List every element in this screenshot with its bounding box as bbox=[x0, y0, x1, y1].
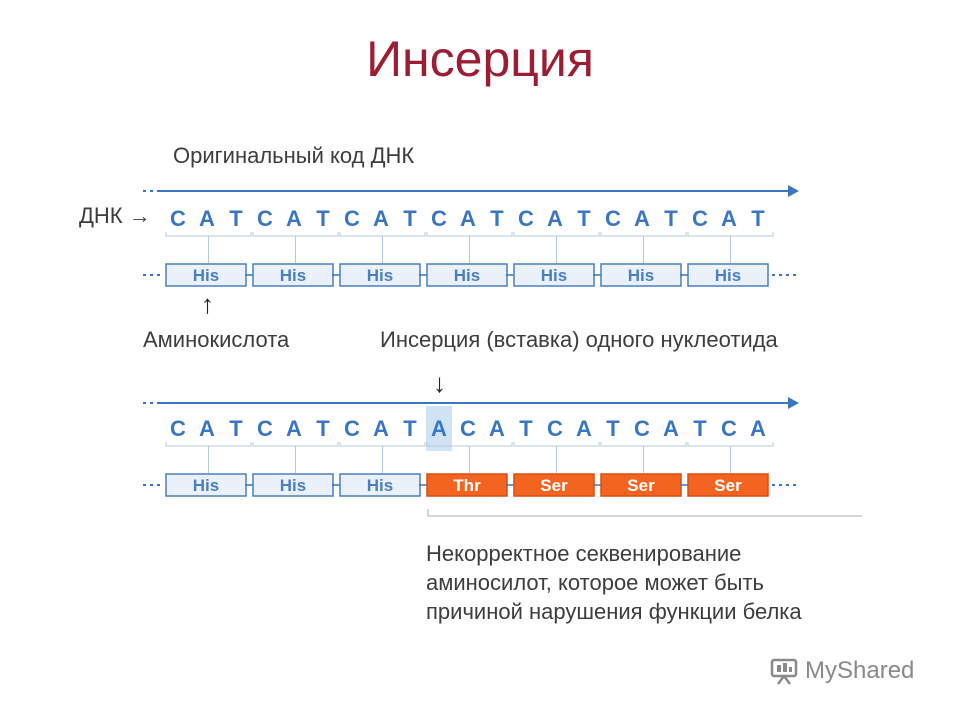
consequence-note: Некорректное секвенирование аминосилот, … bbox=[426, 539, 802, 626]
original-nucleotide: C bbox=[344, 206, 360, 231]
mutated-nucleotide: T bbox=[316, 416, 330, 441]
mutated-nucleotide: T bbox=[693, 416, 707, 441]
original-nucleotide: C bbox=[692, 206, 708, 231]
original-amino-acid-name: His bbox=[454, 266, 480, 285]
original-nucleotide: C bbox=[605, 206, 621, 231]
original-codon-bracket bbox=[600, 232, 687, 237]
mutated-nucleotide: C bbox=[257, 416, 273, 441]
original-nucleotide: T bbox=[403, 206, 417, 231]
presentation-icon bbox=[770, 658, 798, 685]
original-nucleotide: T bbox=[664, 206, 678, 231]
original-nucleotide: C bbox=[518, 206, 534, 231]
mutated-nucleotide: C bbox=[634, 416, 650, 441]
original-dna-label: Оригинальный код ДНК bbox=[173, 143, 415, 168]
mutated-nucleotide: T bbox=[606, 416, 620, 441]
amino-acid-label: Аминокислота bbox=[143, 327, 290, 352]
original-amino-acid-name: His bbox=[715, 266, 741, 285]
insertion-label: Инсерция (вставка) одного нуклеотида bbox=[380, 327, 778, 352]
original-nucleotide: A bbox=[286, 206, 302, 231]
original-nucleotide: A bbox=[460, 206, 476, 231]
original-amino-acid-box bbox=[687, 263, 769, 287]
original-nucleotide: C bbox=[170, 206, 186, 231]
original-codon-bracket bbox=[513, 232, 600, 237]
original-nucleotide: A bbox=[721, 206, 737, 231]
original-nucleotide: A bbox=[634, 206, 650, 231]
mutated-nucleotide: A bbox=[373, 416, 389, 441]
mutated-nucleotide: A bbox=[286, 416, 302, 441]
mutated-amino-acid-box bbox=[687, 473, 769, 497]
mutated-amino-acid-name: His bbox=[367, 476, 393, 495]
original-codon-bracket bbox=[426, 232, 513, 237]
mutated-codon-bracket bbox=[687, 442, 774, 447]
mutated-axis-arrowhead bbox=[788, 397, 799, 409]
mutated-nucleotide: C bbox=[547, 416, 563, 441]
original-nucleotide: T bbox=[229, 206, 243, 231]
mutated-inserted-highlight bbox=[426, 406, 452, 451]
original-codon-bracket bbox=[165, 232, 252, 237]
mutated-nucleotide: C bbox=[460, 416, 476, 441]
mutated-amino-acid-name: His bbox=[193, 476, 219, 495]
original-amino-acid-name: His bbox=[193, 266, 219, 285]
note-line-1: Некорректное секвенирование bbox=[426, 541, 742, 566]
original-nucleotide: C bbox=[431, 206, 447, 231]
mutated-amino-acid-name: Thr bbox=[453, 476, 481, 495]
original-nucleotide: T bbox=[490, 206, 504, 231]
mutated-codon-bracket bbox=[339, 442, 426, 447]
original-codon-bracket bbox=[687, 232, 774, 237]
mutated-codon-bracket bbox=[600, 442, 687, 447]
mutated-amino-acid-name: Ser bbox=[627, 476, 655, 495]
dna-label-text: ДНК bbox=[79, 203, 123, 228]
original-codon-bracket bbox=[252, 232, 339, 237]
note-line-3: причиной нарушения функции белка bbox=[426, 599, 802, 624]
mutated-codon-bracket bbox=[513, 442, 600, 447]
watermark-text: MyShared bbox=[805, 657, 915, 684]
mutated-nucleotide: T bbox=[229, 416, 243, 441]
mutated-nucleotide: A bbox=[431, 416, 447, 441]
original-amino-acid-name: His bbox=[367, 266, 393, 285]
original-codon-bracket bbox=[339, 232, 426, 237]
mutated-nucleotide: T bbox=[403, 416, 417, 441]
original-nucleotide: T bbox=[751, 206, 765, 231]
up-arrow-icon: ↑ bbox=[201, 289, 214, 319]
original-nucleotide: A bbox=[547, 206, 563, 231]
original-nucleotide: A bbox=[199, 206, 215, 231]
mutated-nucleotide: C bbox=[170, 416, 186, 441]
original-nucleotide: T bbox=[316, 206, 330, 231]
dna-label: ДНК → bbox=[79, 203, 151, 229]
right-arrow-icon: → bbox=[128, 203, 151, 228]
original-amino-acid-name: His bbox=[541, 266, 567, 285]
mutated-nucleotide: A bbox=[663, 416, 679, 441]
mutated-codon-bracket bbox=[165, 442, 252, 447]
mutated-nucleotide: C bbox=[721, 416, 737, 441]
mutated-amino-acid-name: Ser bbox=[540, 476, 568, 495]
mutated-codon-bracket bbox=[252, 442, 339, 447]
mutated-nucleotide: C bbox=[344, 416, 360, 441]
original-nucleotide: A bbox=[373, 206, 389, 231]
original-amino-acid-name: His bbox=[628, 266, 654, 285]
original-nucleotide: T bbox=[577, 206, 591, 231]
mutated-nucleotide: A bbox=[576, 416, 592, 441]
mutated-region-bracket bbox=[427, 509, 862, 517]
note-line-2: аминосилот, которое может быть bbox=[426, 570, 765, 595]
down-arrow-icon: ↓ bbox=[433, 368, 446, 398]
original-axis-arrowhead bbox=[788, 185, 799, 197]
watermark: MyShared bbox=[769, 656, 914, 686]
mutated-amino-acid-name: Ser bbox=[714, 476, 742, 495]
mutated-nucleotide: T bbox=[519, 416, 533, 441]
original-amino-acid-name: His bbox=[280, 266, 306, 285]
slide-title: Инсерция bbox=[366, 31, 594, 87]
original-nucleotide: C bbox=[257, 206, 273, 231]
mutated-amino-acid-name: His bbox=[280, 476, 306, 495]
mutated-nucleotide: A bbox=[489, 416, 505, 441]
mutated-nucleotide: A bbox=[750, 416, 766, 441]
mutated-nucleotide: A bbox=[199, 416, 215, 441]
